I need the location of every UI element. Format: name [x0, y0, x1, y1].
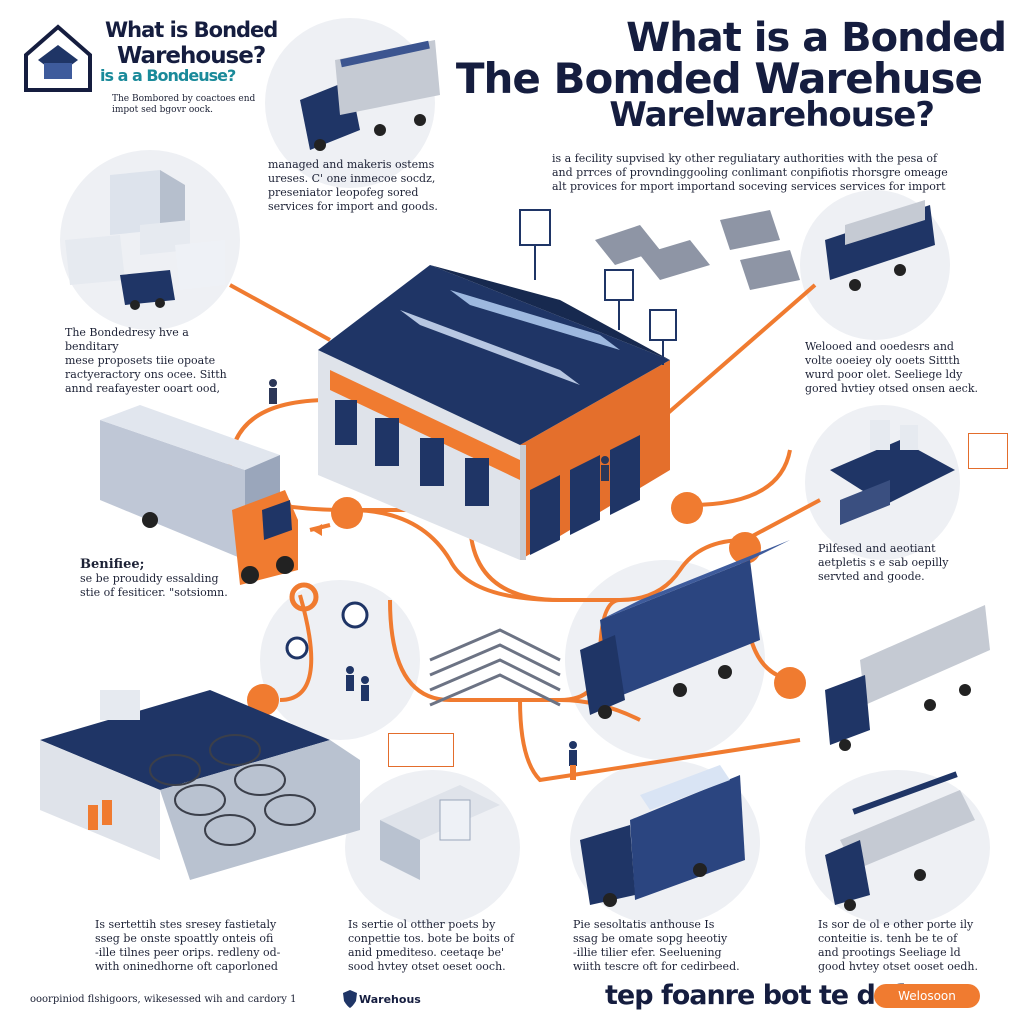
shield-icon	[343, 990, 357, 1008]
top-truck	[300, 40, 440, 151]
scanning-vignette	[345, 770, 520, 925]
header-line-3: Warelwarehouse?	[609, 95, 935, 135]
container-stack	[65, 170, 225, 310]
footer-brand: Warehous	[359, 993, 421, 1006]
footer-button[interactable]: Welosoon	[874, 984, 980, 1008]
text-block-bottom-1: Is sertettih stes sresey fastietaly sseg…	[95, 918, 281, 973]
inspection-facility	[40, 690, 360, 880]
workers	[346, 666, 577, 780]
intro-paragraph: is a fecility supvised ky other reguliat…	[552, 152, 948, 193]
logo-title-2: Warehouse?	[117, 43, 266, 69]
benefits-title: Benifiee;	[80, 557, 145, 572]
footer-left-text: ooorpiniod flshigoors, wikesessed wih an…	[30, 994, 297, 1005]
label-tag-right-1	[968, 433, 1008, 469]
label-tag-left-2	[90, 640, 149, 674]
header-line-1: What is a Bonded	[626, 15, 1007, 61]
box-truck-left	[100, 405, 298, 585]
text-block-bottom-4: Is sor de ol e other porte ily conteitie…	[818, 918, 978, 973]
checkpoint-vignette	[260, 580, 420, 740]
scanning-station	[380, 785, 500, 880]
logo-icon	[18, 15, 98, 95]
tanker-truck-right	[825, 200, 935, 291]
label-tag-left	[388, 733, 454, 767]
text-block-right-upper: Welooed and ooedesrs and volte ooeiey ol…	[805, 340, 978, 395]
flatbed-truck-right	[825, 605, 990, 751]
checkpoint-icons	[285, 601, 369, 660]
trailer-truck-center	[580, 540, 790, 719]
bulk-truck-bottom	[580, 765, 745, 907]
logo-subtitle: is a a Bondeuse?	[100, 66, 236, 85]
signposts	[519, 209, 800, 365]
warehouse-building	[269, 265, 670, 560]
benefits-block: Benifiee; se be proudidy essalding stie …	[80, 558, 250, 600]
text-block-bottom-3: Pie sesoltatis anthouse Is ssag be omate…	[573, 918, 740, 973]
flow-nodes	[247, 492, 806, 716]
footer-tagline: tep foanre bot te daf	[605, 980, 904, 1011]
rail-truck-bottom	[825, 771, 975, 911]
logo-caption: The Bombored by coactoes end impot sed b…	[112, 94, 256, 115]
text-block-right-mid: Pilfesed and aeotiant aetpletis s e sab …	[818, 542, 949, 583]
text-block-top-left: managed and makeris ostems ureses. C' on…	[268, 158, 438, 213]
text-block-bottom-2: Is sertie ol otther poets by conpettie t…	[348, 918, 515, 973]
logo-title-1: What is Bonded	[105, 18, 278, 42]
text-block-mid-left: The Bondedresy hve a benditary mese prop…	[65, 326, 227, 395]
header-line-2: The Bomded Warehuse	[455, 54, 983, 103]
steel-stack	[429, 628, 561, 707]
inspection-machine	[830, 420, 955, 525]
